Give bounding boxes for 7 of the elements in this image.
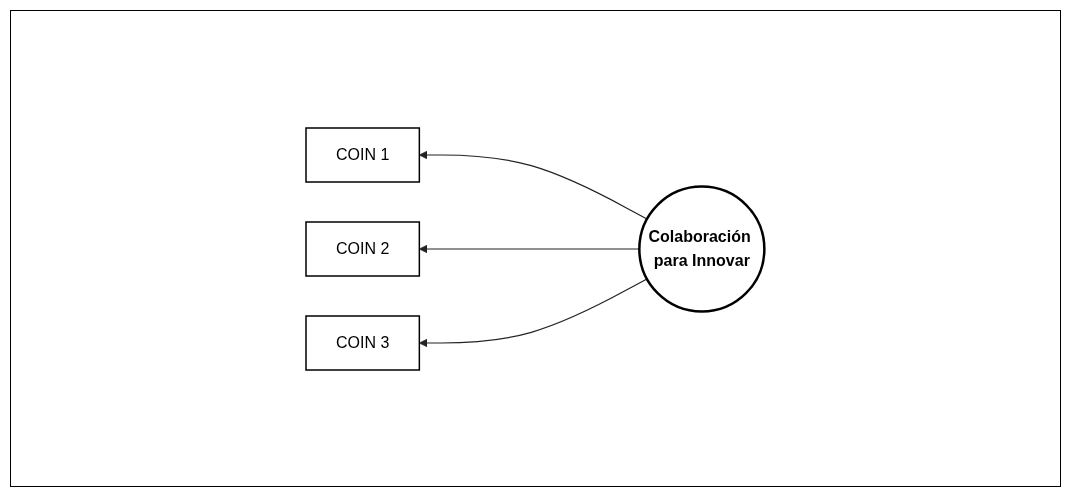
node-box — [305, 220, 421, 277]
arrow — [419, 277, 648, 347]
node-box — [305, 126, 421, 183]
frame-border: COIN 1 COIN 2 COIN 3 Colaboración para Innovar — [10, 10, 1061, 487]
node-box — [305, 314, 421, 371]
node-circle — [638, 184, 766, 313]
arrow — [419, 150, 648, 220]
